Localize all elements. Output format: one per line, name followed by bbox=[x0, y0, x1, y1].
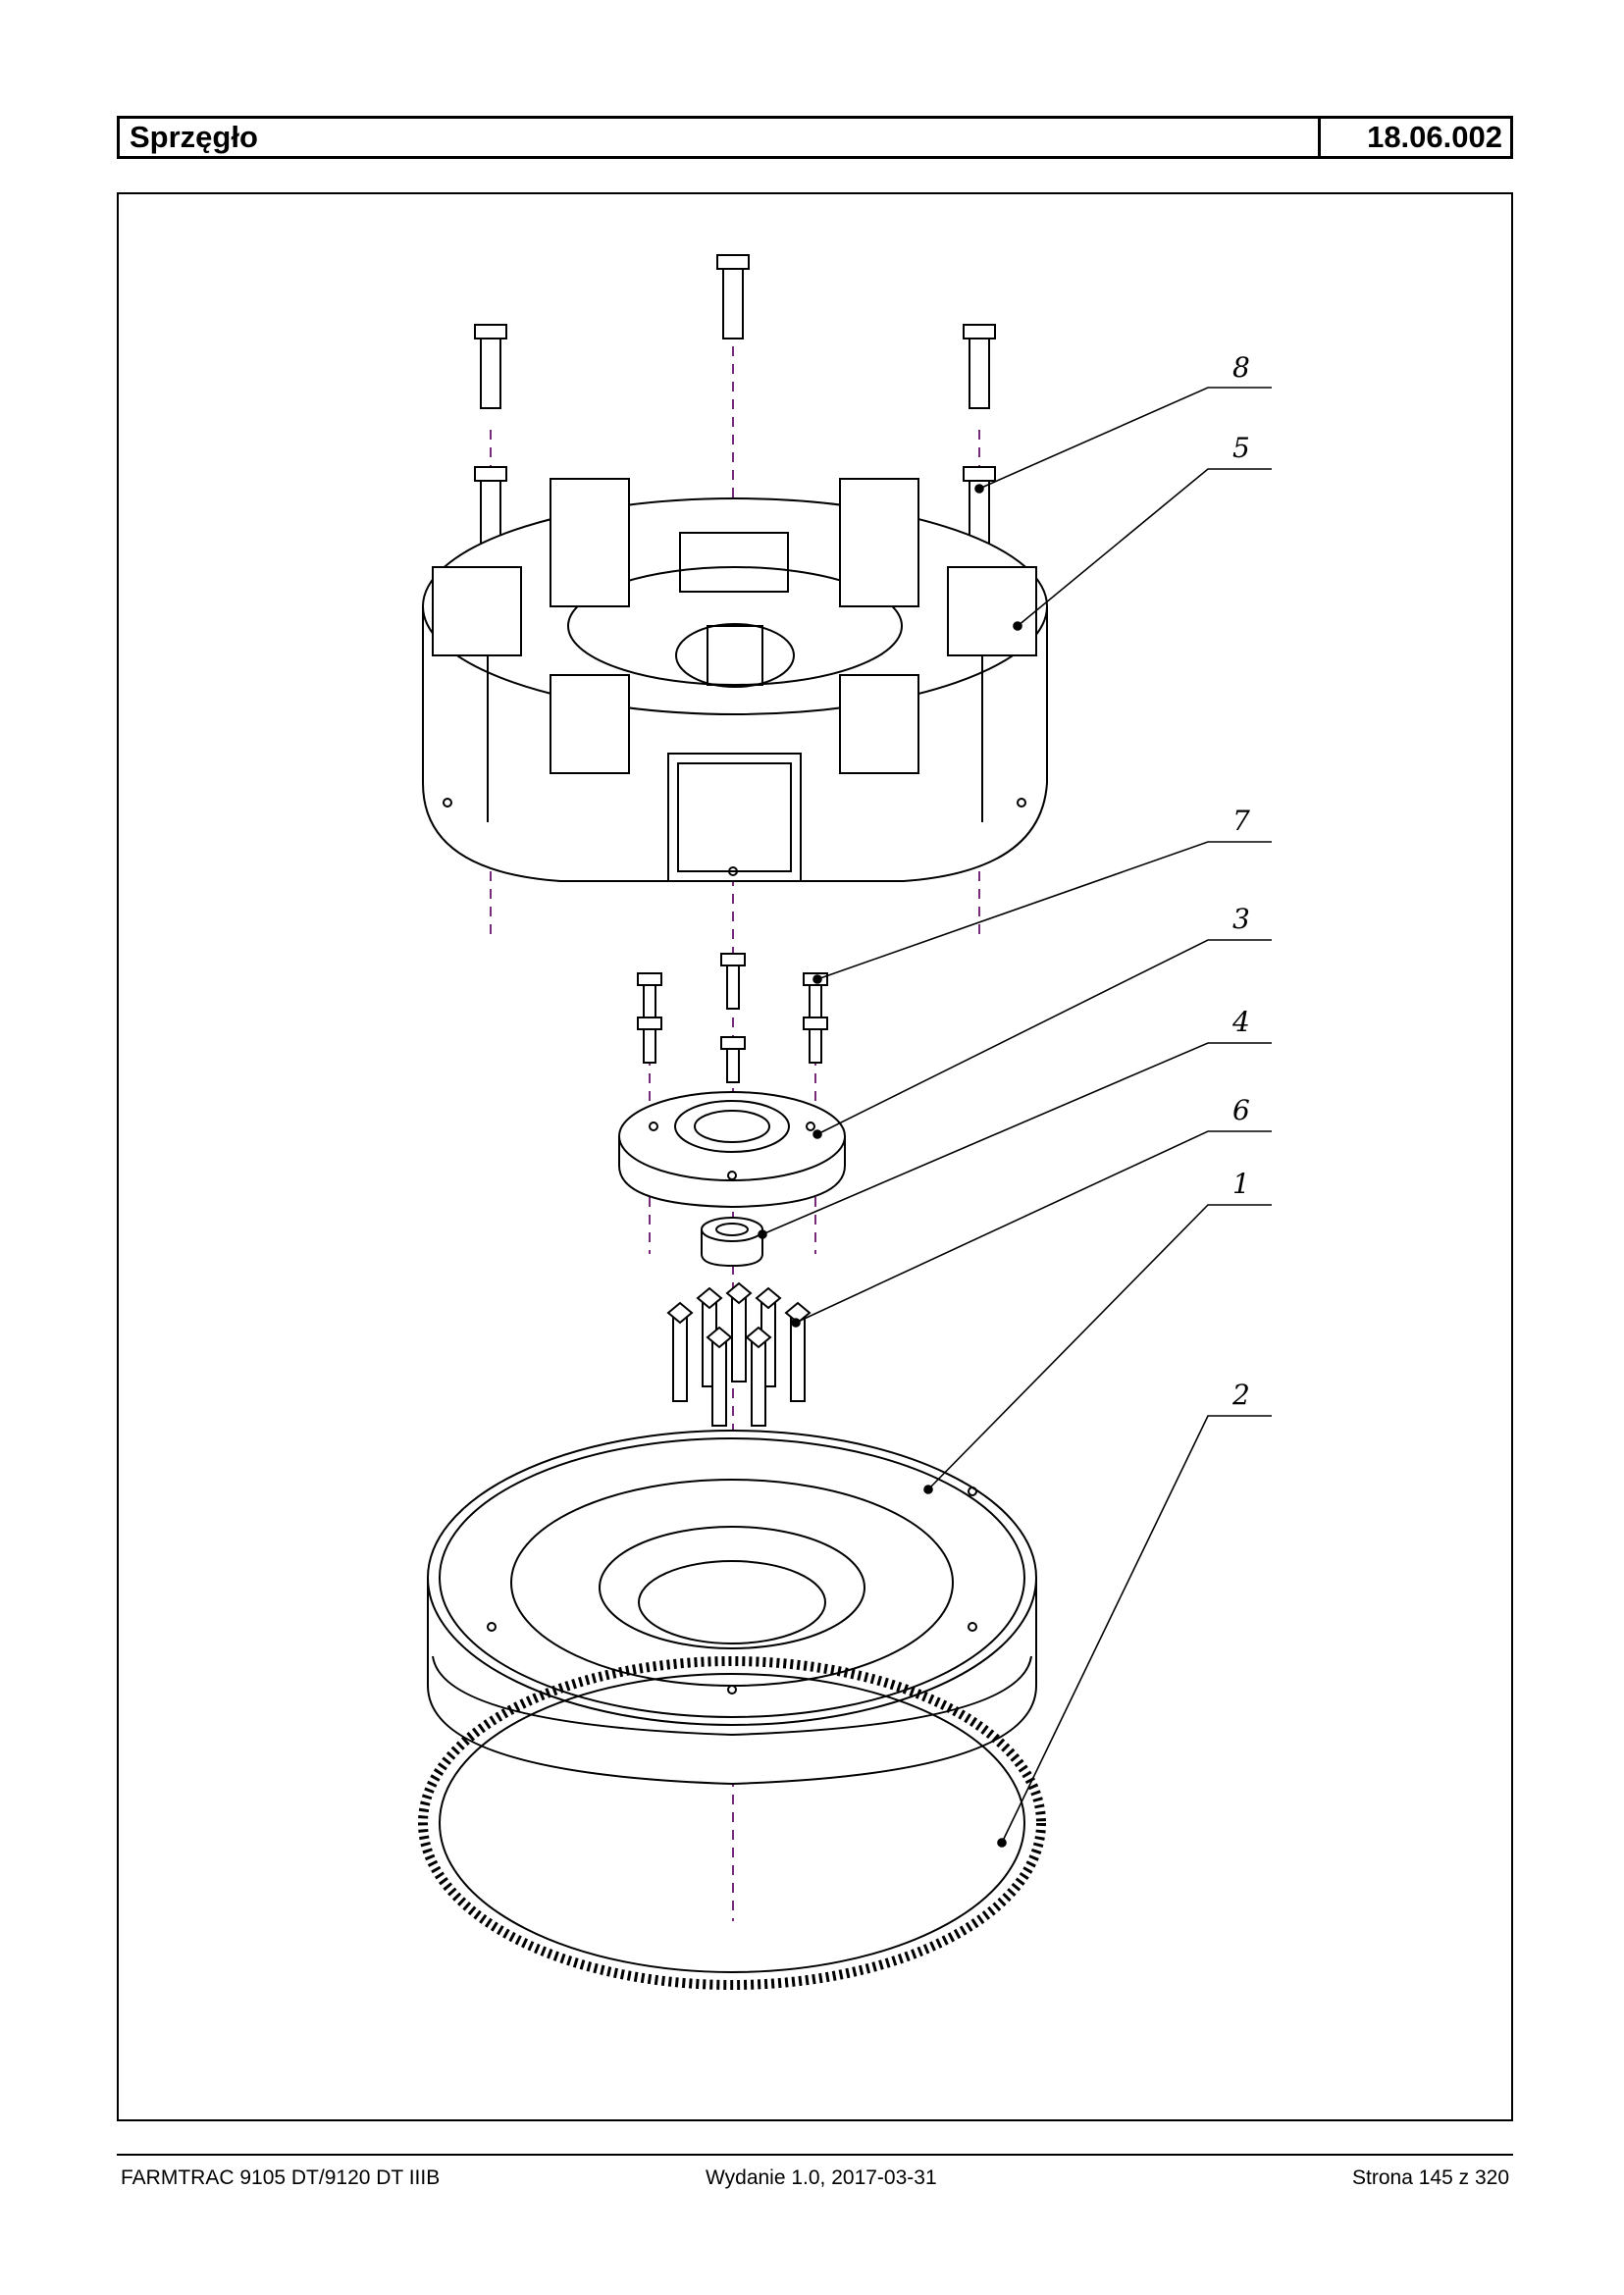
clutch-exploded-diagram: 8 5 7 3 4 6 1 2 bbox=[418, 254, 1272, 1990]
section-code: 18.06.002 bbox=[1367, 120, 1502, 154]
callout-2: 2 bbox=[1231, 1379, 1250, 1411]
bearing-housing bbox=[618, 1091, 846, 1209]
footer-edition: Wydanie 1.0, 2017-03-31 bbox=[706, 2166, 937, 2189]
callout-5: 5 bbox=[1232, 432, 1250, 464]
callout-leaders bbox=[758, 387, 1272, 1848]
footer-model: FARMTRAC 9105 DT/9120 DT IIIB bbox=[121, 2166, 441, 2189]
flywheel bbox=[427, 1430, 1037, 1786]
ring-gear bbox=[418, 1656, 1046, 1990]
callout-1: 1 bbox=[1232, 1168, 1250, 1200]
clutch-cover-assembly bbox=[422, 478, 1048, 882]
callout-8: 8 bbox=[1232, 351, 1250, 384]
footer-page-number: Strona 145 z 320 bbox=[1352, 2166, 1509, 2189]
callout-3: 3 bbox=[1232, 903, 1250, 935]
page-title: Sprzęgło bbox=[120, 119, 1321, 156]
page-header: Sprzęgło 18.06.002 bbox=[117, 116, 1513, 159]
callout-7: 7 bbox=[1232, 805, 1250, 837]
flywheel-bolts bbox=[666, 1281, 812, 1427]
pilot-bearing bbox=[701, 1217, 763, 1268]
callout-4: 4 bbox=[1231, 1006, 1250, 1038]
pressure-plate-bolts bbox=[474, 254, 996, 551]
footer-divider bbox=[117, 2154, 1513, 2156]
exploded-view-drawing: 8 5 7 3 4 6 1 2 bbox=[117, 192, 1513, 2121]
bearing-housing-bolts bbox=[637, 953, 828, 1083]
callout-6: 6 bbox=[1232, 1094, 1250, 1126]
